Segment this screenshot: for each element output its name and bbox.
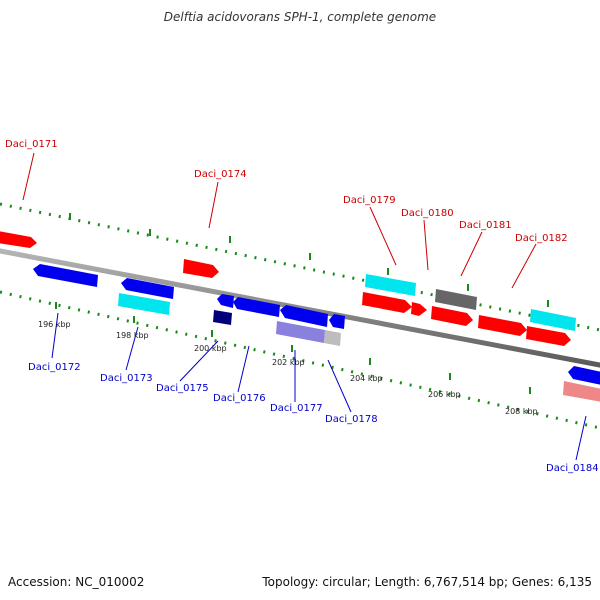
gene-arrow-daci-0182a — [478, 315, 527, 336]
gene-arrow-daci-0181 — [431, 306, 473, 326]
gene-label-daci-0176: Daci_0176 — [213, 393, 266, 404]
gene-box-gray — [435, 289, 477, 310]
gene-label-daci-0181: Daci_0181 — [459, 220, 512, 231]
gene-box-lavender — [276, 321, 325, 343]
gene-label-daci-0177: Daci_0177 — [270, 403, 323, 414]
gene-box-lightgray — [324, 330, 341, 346]
gene-arrow-daci-0178 — [329, 314, 345, 329]
bottom-leader-lines — [51, 312, 587, 461]
gene-box-cyan-2 — [365, 274, 416, 296]
gene-arrow-daci-0171 — [0, 231, 37, 248]
gene-label-daci-0171: Daci_0171 — [5, 139, 58, 150]
gene-label-daci-0184: Daci_0184 — [546, 463, 599, 474]
scale-label-200: 200 kbp — [194, 344, 227, 353]
upper-major-ticks — [69, 213, 549, 307]
gene-box-cyan-3 — [530, 309, 576, 331]
gene-box-pink — [563, 381, 600, 402]
scale-label-198: 198 kbp — [116, 331, 149, 340]
gene-arrow-daci-0177a — [280, 305, 328, 327]
gene-arrow-daci-0172 — [33, 264, 98, 287]
gene-label-daci-0173: Daci_0173 — [100, 373, 153, 384]
gene-label-daci-0180: Daci_0180 — [401, 208, 454, 219]
gene-label-daci-0179: Daci_0179 — [343, 195, 396, 206]
gene-box-navy — [213, 310, 232, 325]
gene-label-daci-0178: Daci_0178 — [325, 414, 378, 425]
gene-label-daci-0174: Daci_0174 — [194, 169, 247, 180]
gene-arrow-daci-0176 — [233, 297, 280, 317]
scale-label-196: 196 kbp — [38, 320, 71, 329]
gene-arrow-daci-0174 — [183, 259, 219, 278]
gene-arrow-daci-0173 — [121, 278, 174, 299]
gene-label-daci-0175: Daci_0175 — [156, 383, 209, 394]
gene-box-cyan-1 — [118, 293, 170, 315]
genome-info-text: Topology: circular; Length: 6,767,514 bp… — [262, 575, 592, 589]
map-title: Delftia acidovorans SPH-1, complete geno… — [163, 10, 437, 24]
top-leader-lines — [22, 152, 537, 289]
gene-arrow-daci-0175 — [217, 294, 234, 308]
lower-major-ticks — [55, 302, 531, 394]
scale-label-204: 204 kbp — [350, 374, 383, 383]
scale-label-208: 208 kbp — [505, 407, 538, 416]
gene-features — [0, 231, 600, 402]
gene-arrow-daci-0179 — [362, 292, 412, 313]
gene-arrow-daci-0180 — [411, 302, 427, 316]
scale-label-206: 206 kbp — [428, 390, 461, 399]
scale-label-202: 202 kbp — [272, 358, 305, 367]
gene-arrow-daci-0184 — [568, 366, 600, 385]
upper-scale-track — [0, 202, 600, 332]
accession-text: Accession: NC_010002 — [8, 575, 145, 589]
gene-arrow-daci-0182b — [526, 326, 571, 346]
gene-label-daci-0182: Daci_0182 — [515, 233, 568, 244]
gene-label-daci-0172: Daci_0172 — [28, 362, 81, 373]
